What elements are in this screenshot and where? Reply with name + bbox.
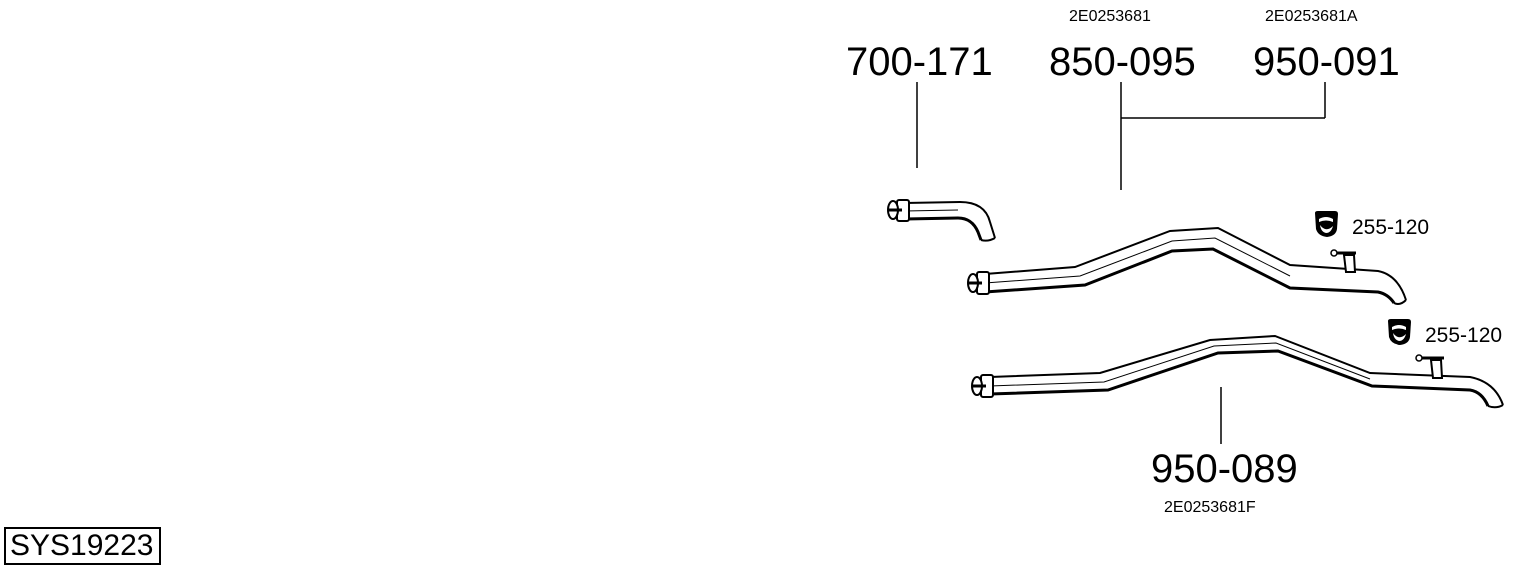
front-pipe-drawing	[887, 199, 996, 242]
oem-number-950-089: 2E0253681F	[1164, 499, 1256, 516]
hanger-number-lower[interactable]: 255-120	[1425, 324, 1503, 347]
rubber-hanger-icon	[1315, 211, 1338, 237]
part-number-700-171[interactable]: 700-171	[846, 40, 993, 84]
part-number-950-091[interactable]: 950-091	[1253, 40, 1400, 84]
middle-pipe-upper-drawing	[967, 226, 1407, 305]
rubber-hanger-icon	[1388, 319, 1411, 345]
oem-number-950-091: 2E0253681A	[1265, 8, 1358, 25]
part-number-850-095[interactable]: 850-095	[1049, 40, 1196, 84]
hanger-number-upper[interactable]: 255-120	[1352, 216, 1430, 239]
middle-pipe-lower-drawing	[971, 334, 1504, 409]
oem-number-850-095: 2E0253681	[1069, 8, 1151, 25]
system-code-badge: SYS19223	[4, 527, 162, 565]
part-number-950-089[interactable]: 950-089	[1151, 447, 1298, 491]
